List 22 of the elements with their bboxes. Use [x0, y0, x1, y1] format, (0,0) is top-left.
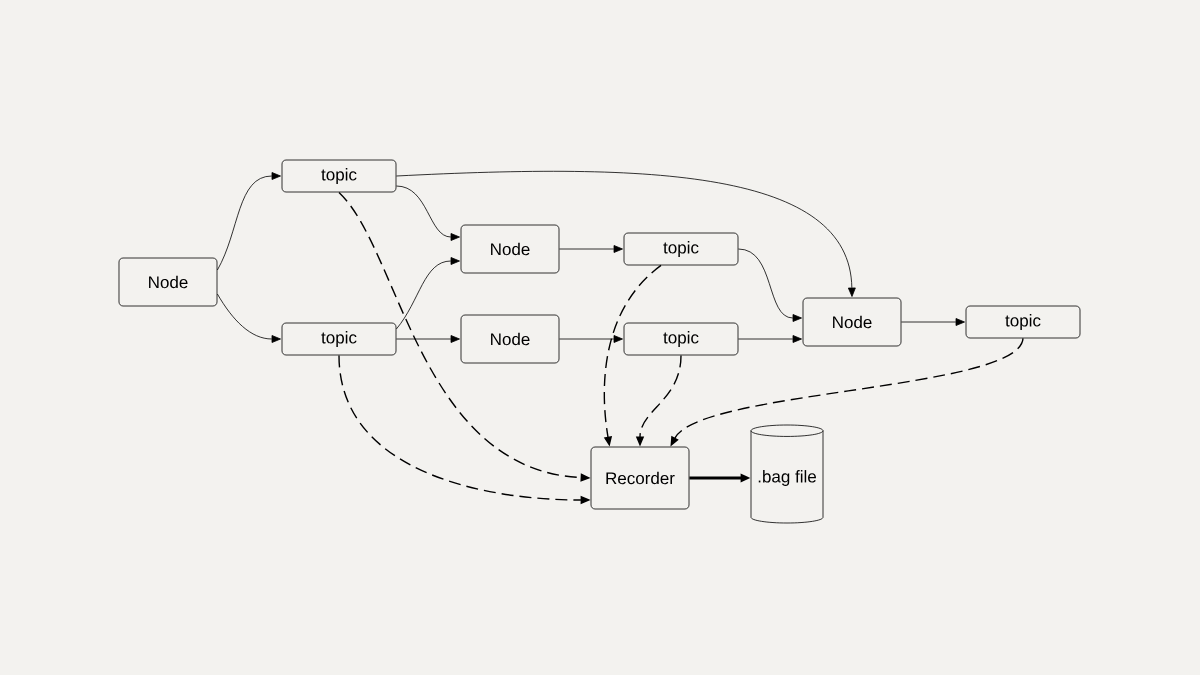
- arrow: [738, 248, 802, 322]
- process-box: Node: [460, 224, 560, 274]
- topic-box: topic: [965, 305, 1081, 339]
- process-box: Node: [802, 297, 902, 347]
- arrow: [217, 172, 281, 271]
- arrow: [559, 335, 623, 343]
- topic-box: topic: [281, 159, 397, 193]
- process-box: Node: [460, 314, 560, 364]
- topic-box: topic: [623, 322, 739, 356]
- arrow: [396, 185, 460, 241]
- arrow: [217, 293, 281, 343]
- process-box: Node: [118, 257, 218, 307]
- storage-cylinder: .bag file: [750, 424, 824, 524]
- topic-box: topic: [281, 322, 397, 356]
- arrow: [559, 245, 623, 253]
- arrow: [396, 335, 460, 343]
- arrow: [738, 335, 802, 343]
- process-box: Recorder: [590, 446, 690, 510]
- arrow: [901, 318, 965, 326]
- arrow: [396, 171, 856, 297]
- topic-box: topic: [623, 232, 739, 266]
- arrow: [396, 257, 460, 330]
